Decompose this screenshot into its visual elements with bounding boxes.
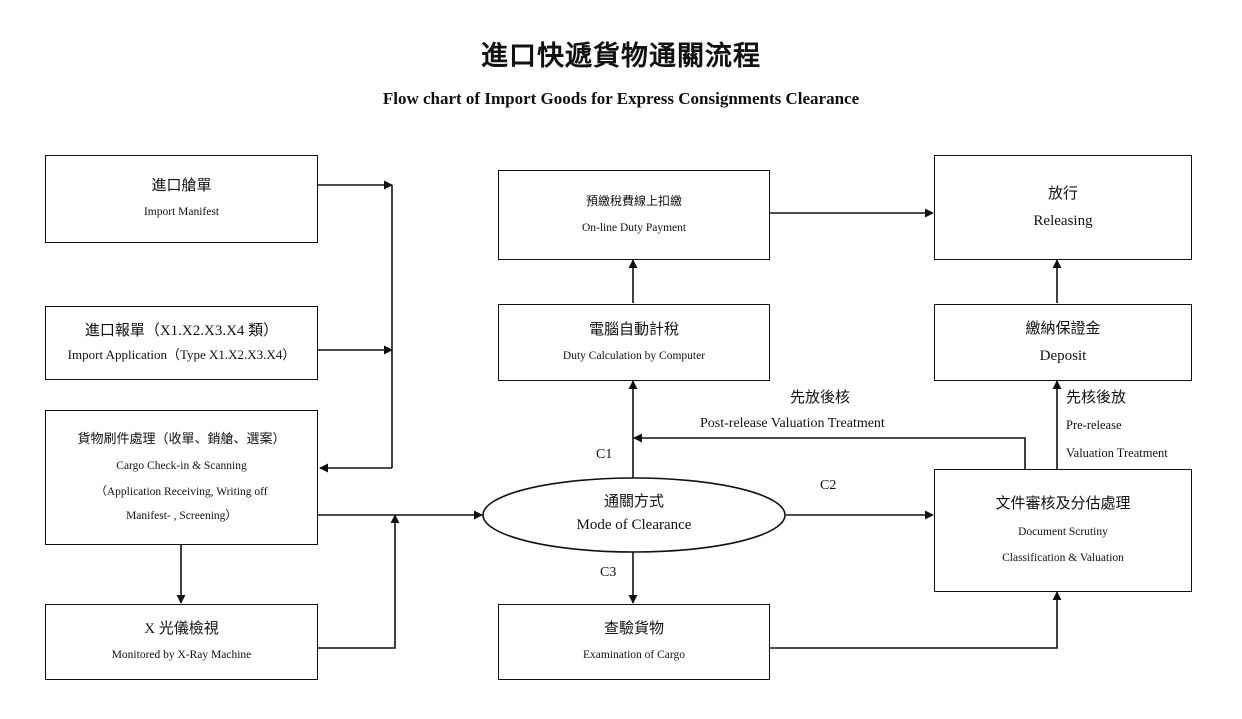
label-c2: C2 [820, 478, 837, 493]
label-c1: C1 [596, 447, 613, 462]
mode-en: Mode of Clearance [576, 517, 692, 533]
mode-zh: 通關方式 [603, 494, 664, 510]
node-duty-payment: 預繳稅費線上扣繳 On-line Duty Payment [498, 170, 770, 260]
deposit-zh: 繳納保證金 [1025, 320, 1101, 337]
node-duty-calc: 電腦自動計稅 Duty Calculation by Computer [498, 304, 770, 381]
duty-calc-en: Duty Calculation by Computer [562, 349, 706, 362]
mode-of-clearance-label: 通關方式 Mode of Clearance [500, 492, 768, 536]
edge-post-release [633, 433, 1026, 469]
mode-of-clearance-ellipse [482, 477, 786, 553]
import-application-en: Import Application（Type X1.X2.X3.X4） [67, 347, 296, 362]
duty-payment-en: On-line Duty Payment [581, 222, 687, 234]
cargo-checkin-en2: （Application Receiving, Writing off [95, 485, 268, 498]
examination-en: Examination of Cargo [583, 649, 685, 661]
label-c3: C3 [600, 565, 617, 580]
import-application-zh: 進口報單（X1.X2.X3.X4 類） [84, 323, 279, 339]
deposit-en: Deposit [1039, 347, 1087, 364]
doc-scrutiny-zh: 文件審核及分估處理 [995, 495, 1131, 512]
page-subtitle: Flow chart of Import Goods for Express C… [382, 89, 860, 108]
cargo-checkin-en3: Manifest- , Screening） [126, 509, 237, 522]
label-pre-release-zh: 先核後放 [1066, 390, 1127, 406]
node-doc-scrutiny: 文件審核及分估處理 Document Scrutiny Classificati… [934, 469, 1192, 592]
label-post-release-zh: 先放後核 [790, 390, 851, 406]
releasing-en: Releasing [1033, 212, 1093, 229]
node-deposit: 繳納保證金 Deposit [934, 304, 1192, 381]
node-examination: 查驗貨物 Examination of Cargo [498, 604, 770, 680]
doc-scrutiny-en1: Document Scrutiny [1018, 525, 1108, 538]
xray-en: Monitored by X-Ray Machine [111, 649, 252, 661]
node-releasing: 放行 Releasing [934, 155, 1192, 260]
import-manifest-zh: 進口艙單 [151, 178, 212, 194]
cargo-checkin-en1: Cargo Check-in & Scanning [116, 459, 247, 472]
import-manifest-en: Import Manifest [143, 206, 220, 218]
node-import-application: 進口報單（X1.X2.X3.X4 類） Import Application（T… [45, 306, 318, 380]
label-pre-release-en1: Pre-release [1066, 418, 1122, 432]
releasing-zh: 放行 [1047, 185, 1078, 202]
label-pre-release-en2: Valuation Treatment [1066, 446, 1168, 460]
doc-scrutiny-en2: Classification & Valuation [1002, 551, 1124, 564]
node-cargo-checkin: 貨物刷件處理（收單、銷艙、選案） Cargo Check-in & Scanni… [45, 410, 318, 545]
cargo-checkin-zh: 貨物刷件處理（收單、銷艙、選案） [77, 430, 286, 446]
edge-xray-to-mode [318, 514, 400, 649]
node-import-manifest: 進口艙單 Import Manifest [45, 155, 318, 243]
duty-calc-zh: 電腦自動計稅 [588, 321, 679, 338]
duty-payment-zh: 預繳稅費線上扣繳 [585, 194, 682, 208]
examination-zh: 查驗貨物 [603, 621, 664, 637]
xray-zh: X 光儀檢視 [144, 621, 219, 637]
page-title: 進口快遞貨物通關流程 [481, 41, 761, 71]
node-xray: X 光儀檢視 Monitored by X-Ray Machine [45, 604, 318, 680]
edge-exam-to-doc [770, 591, 1062, 649]
label-post-release-en: Post-release Valuation Treatment [700, 416, 885, 431]
